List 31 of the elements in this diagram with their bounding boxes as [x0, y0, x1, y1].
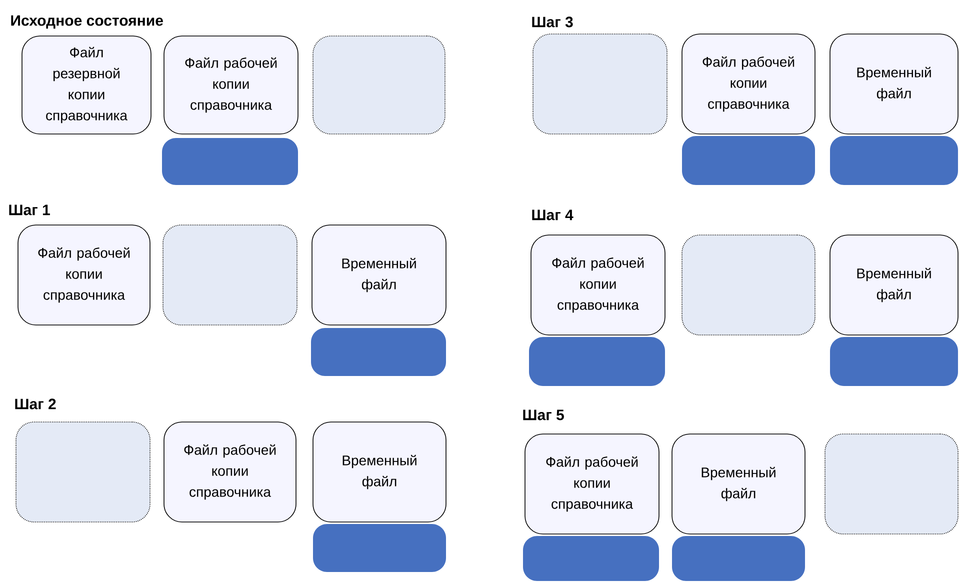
- file-box: Файл рабочей копии справочника: [682, 34, 816, 134]
- file-box: Временный файл: [672, 434, 806, 534]
- step-heading: Шаг 4: [532, 210, 574, 220]
- empty-box: [824, 434, 958, 534]
- striped-bar: [529, 337, 665, 386]
- striped-bar: [672, 536, 805, 581]
- step-heading: Шаг 1: [9, 204, 50, 216]
- file-box: Временный файл: [830, 234, 958, 336]
- file-box: Файл рабочей копии справочника: [164, 422, 296, 522]
- striped-bar: [313, 524, 446, 572]
- striped-bar: [830, 337, 958, 386]
- file-box: Временный файл: [312, 422, 446, 522]
- empty-box: [532, 34, 668, 134]
- file-box: Файл резервной копии справочника: [22, 36, 152, 134]
- striped-bar: [311, 328, 446, 376]
- striped-bar: [523, 536, 659, 581]
- step-heading: Исходное состояние: [11, 15, 163, 29]
- empty-box: [682, 234, 816, 336]
- file-box: Файл рабочей копии справочника: [18, 224, 150, 326]
- striped-bar: [830, 136, 958, 185]
- striped-bar: [162, 138, 298, 185]
- empty-box: [162, 224, 298, 326]
- empty-box: [312, 36, 446, 134]
- file-box: Временный файл: [312, 224, 446, 326]
- file-box: Временный файл: [830, 34, 958, 134]
- file-box: Файл рабочей копии справочника: [524, 434, 660, 534]
- file-box: Файл рабочей копии справочника: [164, 36, 298, 134]
- striped-bar: [682, 136, 815, 185]
- step-heading: Шаг 5: [523, 410, 564, 420]
- file-box: Файл рабочей копии справочника: [530, 234, 666, 336]
- empty-box: [16, 422, 150, 522]
